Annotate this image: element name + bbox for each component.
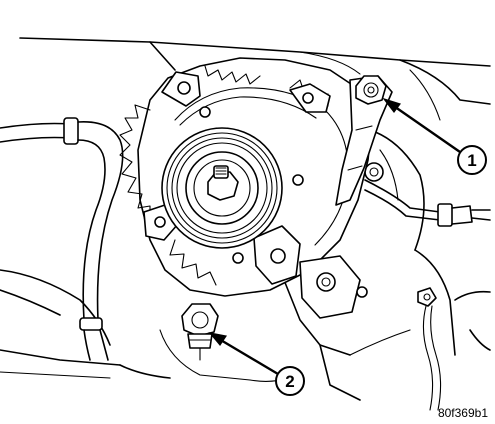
callout-leaders xyxy=(208,97,462,376)
wiring-harness xyxy=(364,162,491,227)
alternator-pulley xyxy=(161,127,283,249)
upper-mounting-bolt xyxy=(355,75,387,105)
coolant-hose xyxy=(0,117,124,361)
lower-mounting-bolt xyxy=(181,303,219,361)
figure-id: 80f369b1 xyxy=(438,406,488,420)
lower-bracket xyxy=(299,255,368,319)
callout-1: 1 xyxy=(457,145,487,175)
callout-2: 2 xyxy=(275,366,305,396)
ground-stud xyxy=(417,287,442,411)
callout-1-label: 1 xyxy=(467,151,476,170)
callout-2-label: 2 xyxy=(285,372,294,391)
